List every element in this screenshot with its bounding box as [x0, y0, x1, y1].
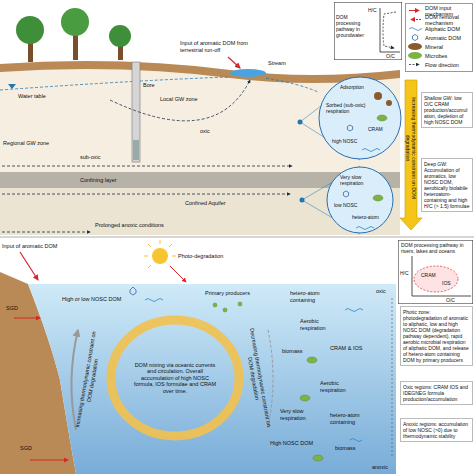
node-text: low NOSC [334, 202, 357, 208]
scene-label: Input of aromatic DOM [2, 243, 57, 250]
node-text: IOS [442, 280, 451, 286]
zoom-circle: Very slow respiration low NOSC hetero-atom [326, 166, 394, 234]
scene-label: SGD [6, 305, 18, 312]
scene-label: Aerobic respiration [300, 318, 340, 331]
scene-label: Primary producers [205, 290, 250, 297]
scene-label: Prolonged anoxic conditions [95, 222, 164, 229]
scene-label: High NOSC DOM [270, 440, 313, 447]
cycle-text: DOM mixing via oceanic currents and circ… [133, 362, 217, 395]
legend-symbol [408, 34, 422, 41]
scene-label: Regional GW zone [3, 140, 49, 147]
note-box: Photic zone: photodegradation of aromati… [400, 306, 473, 366]
node-text: Oxic regions: CRAM IOS and IDEGNEG formu… [403, 384, 470, 402]
legend-symbol [408, 16, 422, 23]
note-box: Shallow GW: low O/C CRAM production/accu… [421, 92, 473, 128]
scene-label: sub-oxic [80, 154, 100, 161]
legend-swatch [408, 43, 422, 50]
scene-label: Photo-degradation [178, 253, 223, 260]
gradient-arrow: Increasing thermodynamic constraint on D… [403, 80, 419, 230]
scene-label: Input of aromatic DOM from terrestrial r… [180, 40, 270, 53]
scene-label: oxic [376, 288, 386, 295]
legend-row: Aliphatic DOM [408, 24, 470, 33]
legend-row: Microbes [408, 51, 470, 60]
note-box: Oxic regions: CRAM IOS and IDEGNEG formu… [400, 381, 473, 405]
node-text: Adsorption [340, 84, 364, 90]
legend-symbol [408, 61, 422, 68]
node-text: high NOSC [332, 138, 357, 144]
node-text: Sorbed (sub-oxic) respiration [326, 102, 370, 114]
scene-label: Confining layer [80, 177, 117, 184]
node-text: Shallow GW: low O/C CRAM production/accu… [424, 95, 470, 125]
note-box: Deep GW: Accumulation of aromatics, low … [421, 158, 473, 212]
scene-label: Bore [143, 82, 155, 89]
scene-label: SGD [20, 445, 32, 452]
legend: DOM input mechanismDOM removal mechanism… [405, 3, 473, 72]
legend-text: Microbes [425, 53, 447, 59]
note-box: Anoxic regions: accumulation of low NOSC… [400, 418, 473, 442]
scene-label: biomass [335, 445, 355, 452]
scene-label: oxic [200, 128, 210, 135]
legend-row: Aromatic DOM [408, 33, 470, 42]
inset-plot: DOM processing pathway in rivers, lakes … [398, 240, 473, 304]
node-text: DOM processing pathway in rivers, lakes … [401, 242, 471, 254]
node-text: O/C [386, 53, 395, 59]
scene-label: Water table [18, 93, 46, 100]
scene-label: hetero-atom containing [330, 412, 375, 425]
node-text: Photic zone: photodegradation of aromati… [403, 309, 470, 363]
node-text: CRAM [368, 126, 383, 132]
scene-label: Stream [268, 60, 286, 67]
legend-row: DOM removal mechanism [408, 15, 470, 24]
scene-label: Confined Aquifer [185, 200, 226, 207]
inset-plot: DOM processing pathway in groundwaterH/C… [334, 2, 402, 60]
node-text: O/C [446, 297, 455, 303]
node-text: Anoxic regions: accumulation of low NOSC… [403, 421, 470, 439]
scene-label: biomass [282, 348, 302, 355]
legend-row: Mineral [408, 42, 470, 51]
scene-label: CRAM & IOS [330, 345, 362, 352]
node-text: CRAM [421, 272, 436, 278]
node-text: Very slow respiration [340, 174, 380, 186]
legend-text: Aromatic DOM [425, 35, 461, 41]
node-text: hetero-atom [352, 214, 379, 220]
zoom-circle: AdsorptionSorbed (sub-oxic) respirationC… [318, 76, 402, 160]
scene-label: Very slow respiration [280, 408, 322, 421]
legend-text: Flow direction [425, 62, 459, 68]
legend-symbol [408, 25, 422, 32]
node-text: H/C [368, 7, 377, 13]
legend-text: Aliphatic DOM [425, 26, 460, 32]
scene-label: anoxic [372, 464, 388, 471]
node-text: Deep GW: Accumulation of aromatics, low … [424, 161, 470, 209]
node-text: Increasing thermodynamic constraint on D… [405, 88, 417, 208]
node-text: DOM processing pathway in groundwater [336, 14, 368, 38]
legend-text: DOM removal mechanism [425, 14, 470, 26]
node-text: DOM mixing via oceanic currents and circ… [133, 362, 217, 395]
legend-text: Mineral [425, 44, 443, 50]
scene-label: Local GW zone [160, 96, 198, 103]
scene-label: High or low NOSC DOM [62, 296, 121, 303]
scene-label: hetero-atom containing [290, 290, 338, 303]
legend-swatch [408, 52, 422, 59]
legend-row: Flow direction [408, 60, 470, 69]
scene-label: Aerobic respiration [320, 380, 360, 393]
legend-symbol [408, 7, 422, 14]
node-text: H/C [400, 270, 409, 276]
